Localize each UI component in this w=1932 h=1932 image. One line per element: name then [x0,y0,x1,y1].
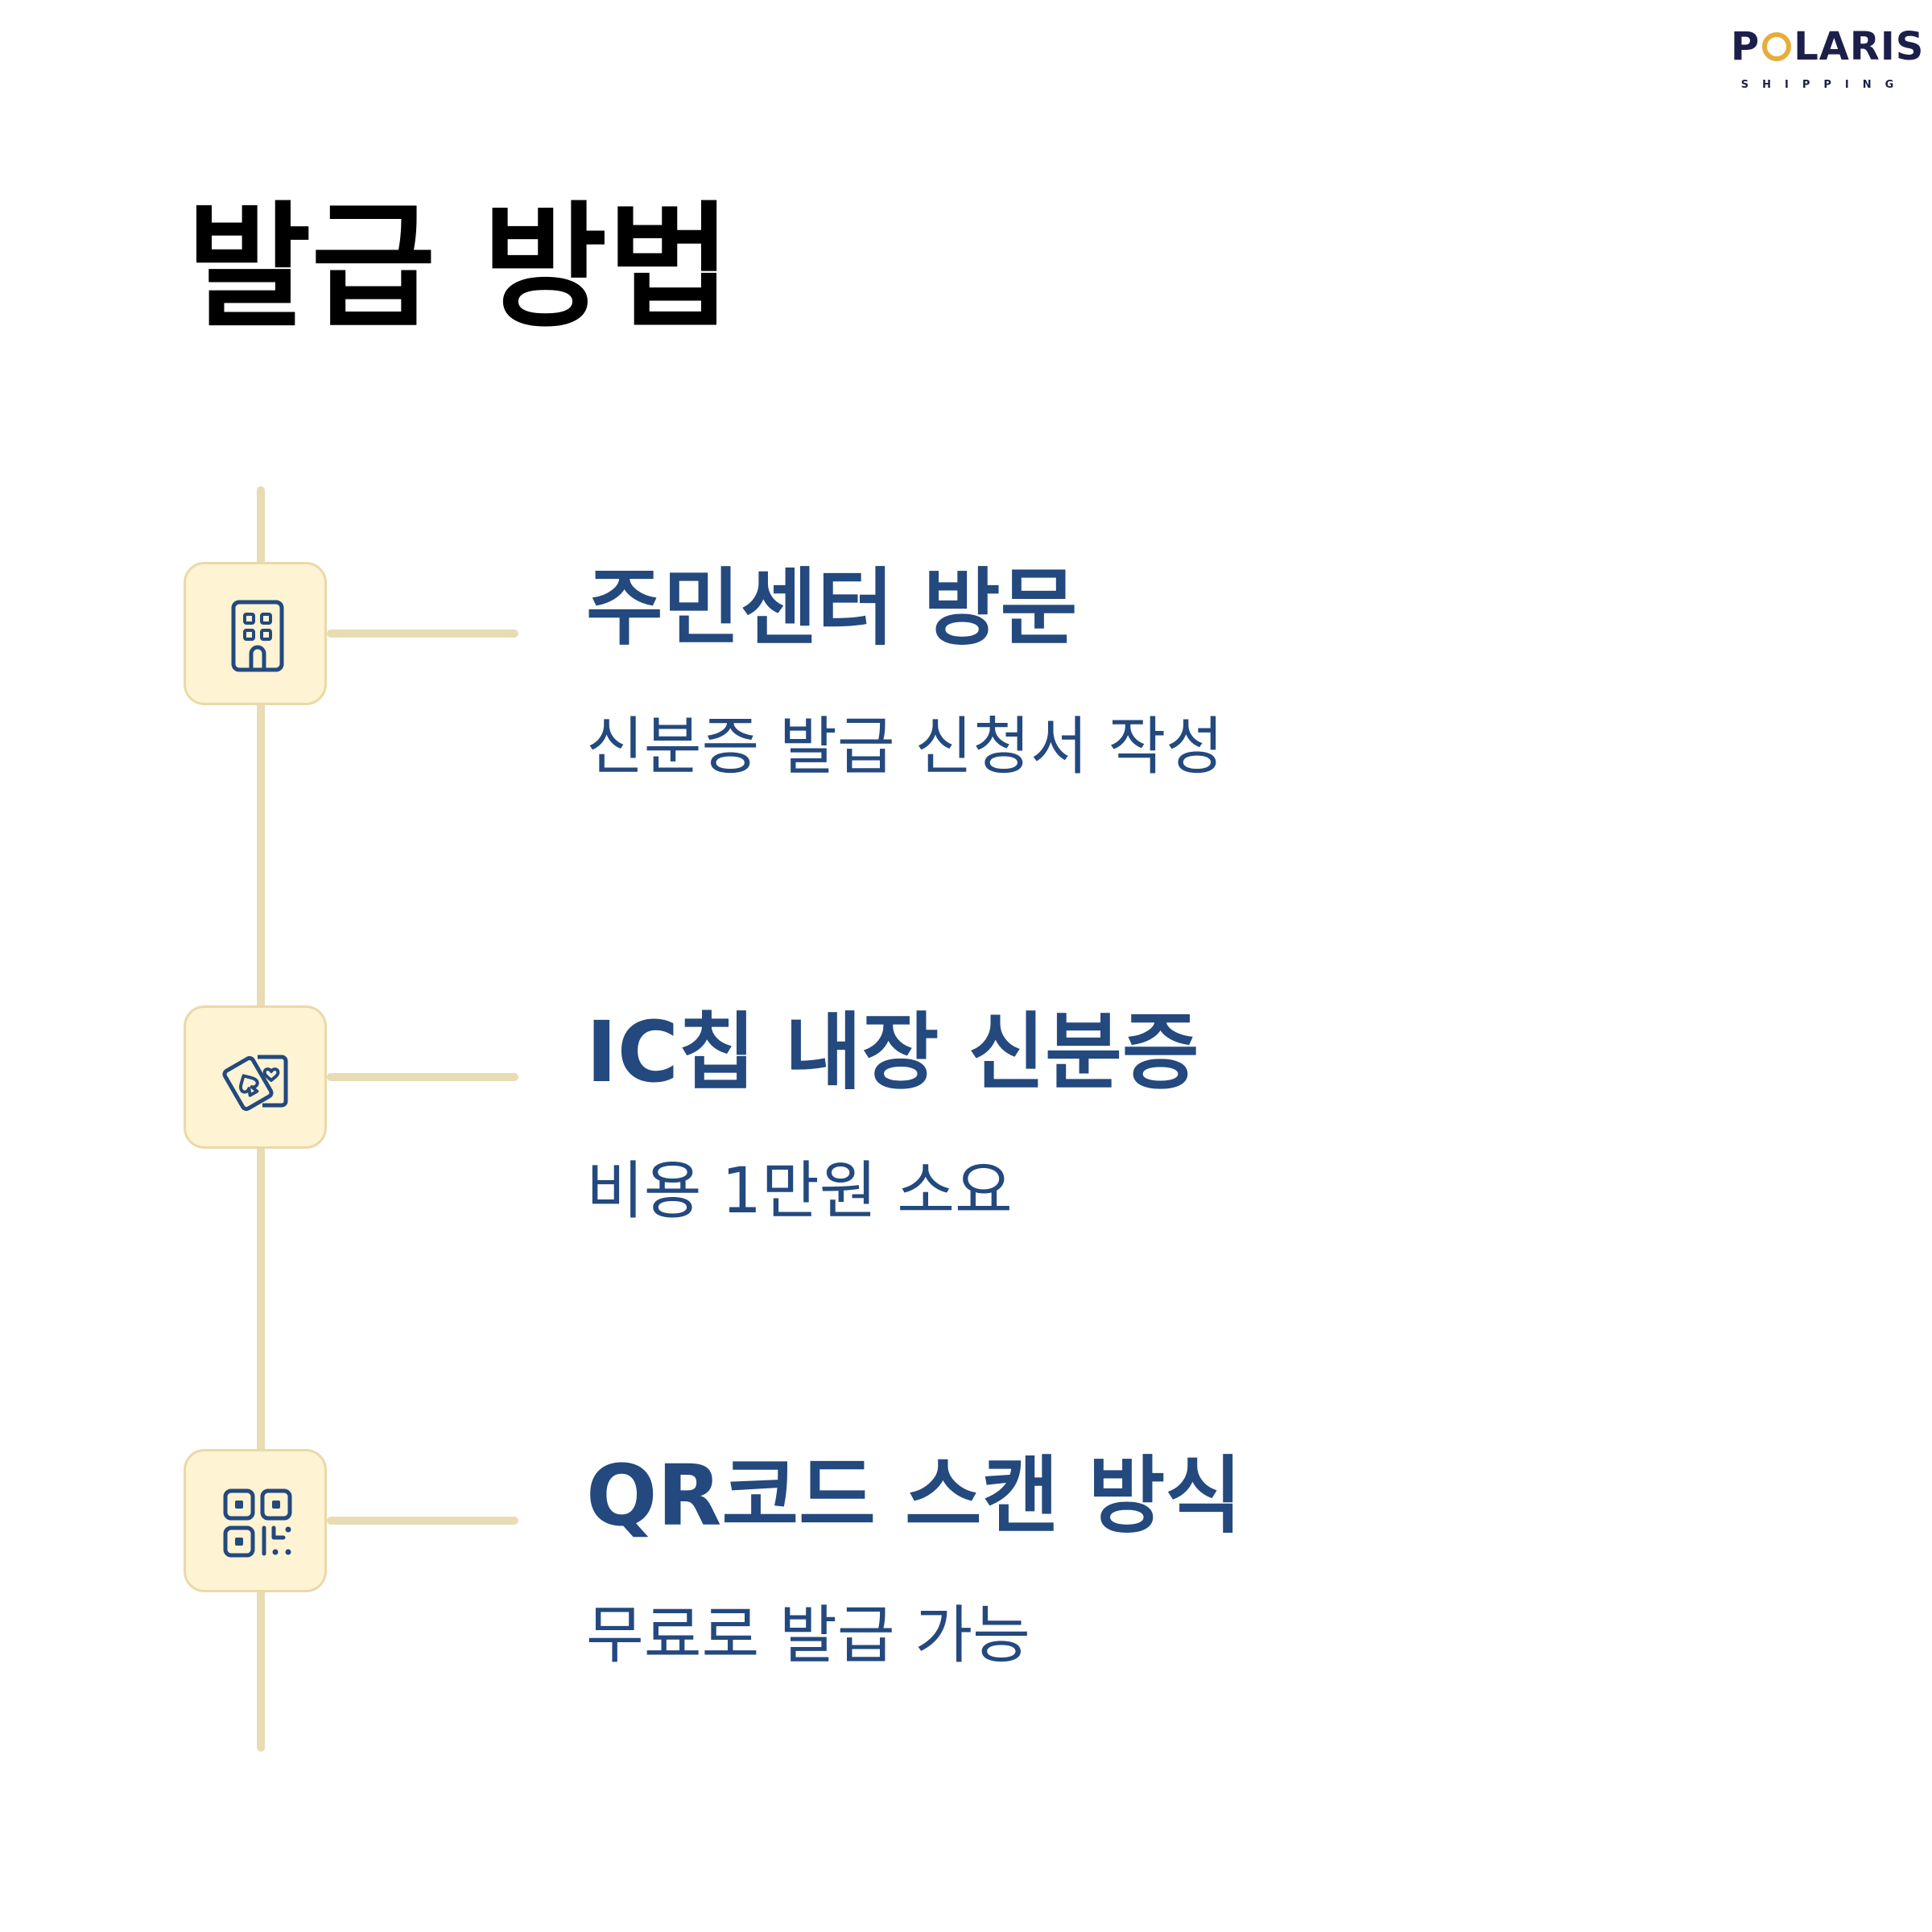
step-3-icon-box [184,1449,327,1592]
logo-ring-icon [1762,32,1792,61]
step-3-heading: QR코드 스캔 방식 [586,1447,1242,1545]
building-icon [231,600,284,672]
step-1-heading: 주민센터 방문 [586,559,1078,657]
logo-tagline: SHIPPING [1740,79,1908,91]
step-2-icon-box [184,1005,327,1149]
step-3-description: 무료로 발급 가능 [586,1600,1030,1672]
polaris-logo: P LARIS SHIPPING [1731,24,1923,91]
step-1-icon-box [184,562,327,705]
step-2-connector [327,1073,518,1081]
logo-letter-p: P [1731,24,1761,69]
page-title: 발급 방법 [187,188,732,346]
id-cards-icon [222,1055,288,1112]
step-2-heading: IC칩 내장 신분증 [586,1003,1199,1101]
step-1-description: 신분증 발급 신청서 작성 [586,711,1224,783]
logo-wordmark: P LARIS [1731,24,1923,69]
step-2-description: 비용 1만원 소요 [586,1155,1013,1228]
step-1-connector [327,630,518,638]
step-3-connector [327,1517,518,1525]
logo-letters-laris: LARIS [1794,24,1925,69]
qr-code-icon [223,1488,292,1558]
